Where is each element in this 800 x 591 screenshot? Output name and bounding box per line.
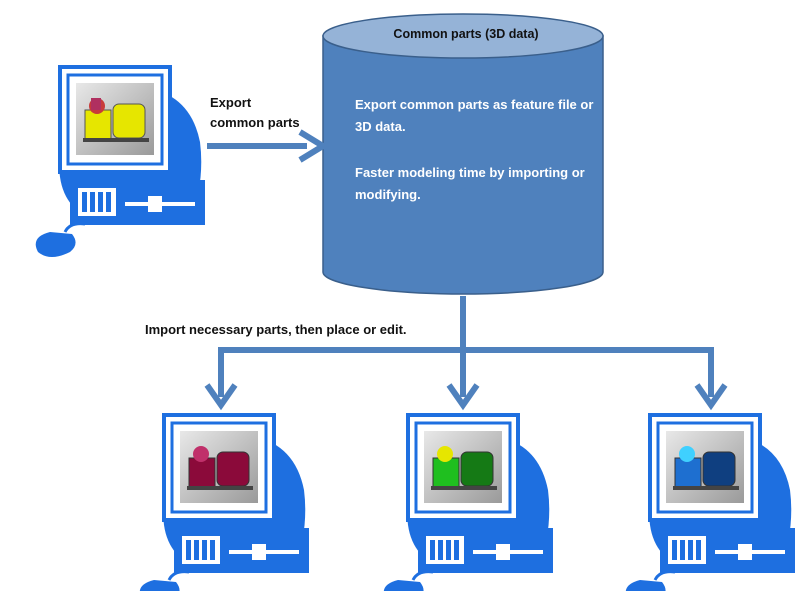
computer-icon-target-3: [623, 413, 797, 591]
database-description-2: Faster modeling time by importing or mod…: [355, 165, 585, 202]
export-label: Export common parts: [210, 95, 300, 130]
import-label: Import necessary parts, then place or ed…: [145, 322, 407, 337]
import-arrows: [204, 296, 728, 411]
database-title: Common parts (3D data): [393, 27, 539, 41]
computer-icon-target-2: [381, 413, 555, 591]
computer-icon-target-1: [137, 413, 311, 591]
part-model-icon-source: [83, 98, 149, 142]
part-model-icon-target-3: [673, 446, 739, 490]
database-description-1: Export common parts as feature file or 3…: [355, 97, 594, 134]
part-model-icon-target-1: [187, 446, 253, 490]
export-arrow: [207, 129, 329, 163]
database-cylinder: [322, 13, 604, 295]
computer-icon-source: [33, 65, 207, 259]
part-model-icon-target-2: [431, 446, 497, 490]
